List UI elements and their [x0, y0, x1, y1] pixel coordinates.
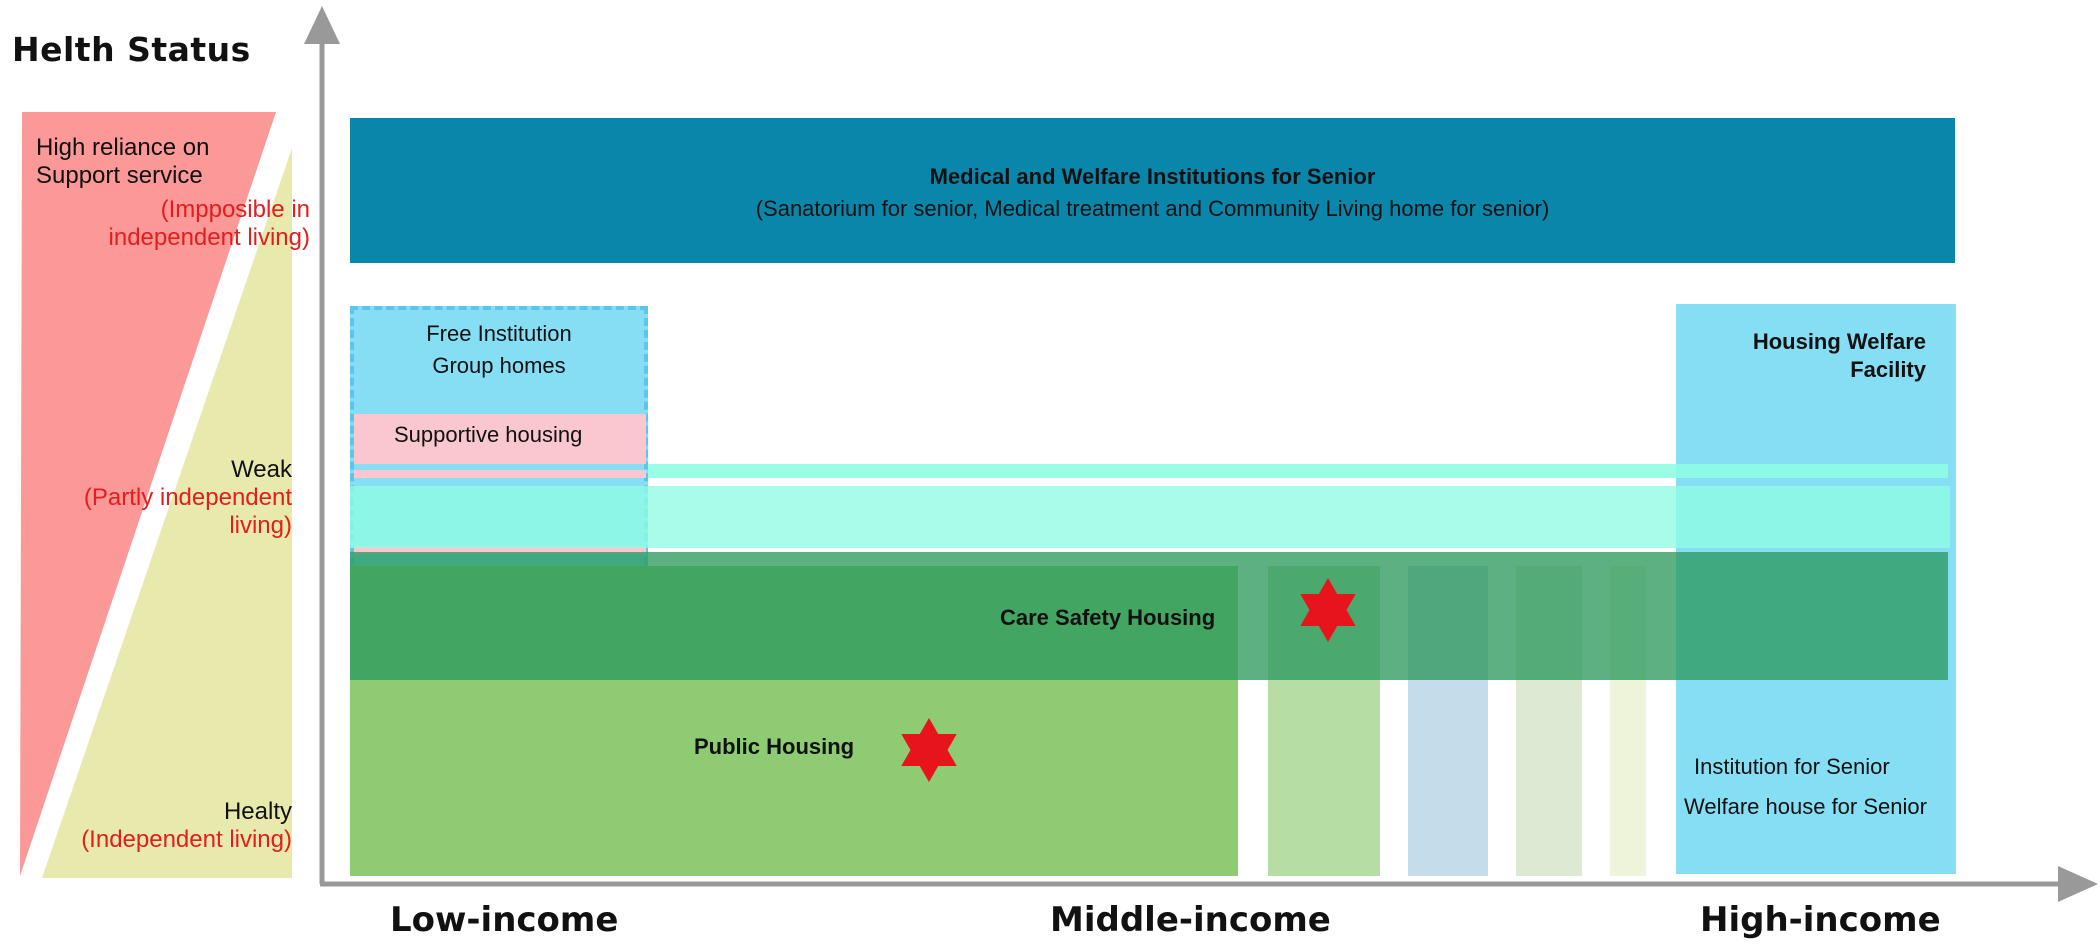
free-institution-label: Free Institution Group homes: [426, 321, 572, 378]
housing-welfare-label: Housing Welfare Facility: [1752, 329, 1926, 382]
support-reliance-wedge: [20, 112, 276, 876]
level-high-label: High reliance on Support service: [36, 134, 210, 189]
y-axis-arrow: [304, 6, 340, 44]
x-label-middle-income: Middle-income: [1050, 900, 1331, 940]
supportive-housing-label: Supportive housing: [394, 422, 583, 447]
chart-title: Helth Status: [12, 30, 251, 69]
supportive-band-2: [354, 470, 646, 478]
aqua-band: [350, 486, 1950, 548]
care-safety-band: [350, 552, 1948, 680]
medical-welfare-title: Medical and Welfare Institutions for Sen…: [929, 164, 1376, 189]
independence-wedge: [42, 148, 292, 878]
supportive-band-3: [354, 546, 646, 554]
level-weak-label: Weak (Partly independent living): [83, 456, 292, 539]
medical-welfare-subtitle: (Sanatorium for senior, Medical treatmen…: [755, 196, 1550, 221]
supportive-housing-box: Supportive housing: [354, 414, 646, 464]
care-safety-label: Care Safety Housing: [1000, 605, 1216, 630]
x-axis-arrow: [2058, 866, 2098, 902]
aqua-band-top: [648, 464, 1948, 478]
level-high-note: (Impposible in independent living): [108, 196, 310, 251]
x-label-high-income: High-income: [1700, 900, 1941, 940]
medical-welfare-box: Medical and Welfare Institutions for Sen…: [350, 118, 1955, 263]
public-housing-label: Public Housing: [694, 734, 855, 759]
x-label-low-income: Low-income: [390, 900, 619, 940]
level-healthy-label: Healty (Independent living): [81, 798, 292, 853]
institution-senior-labels: Institution for Senior Welfare house for…: [1684, 754, 1927, 819]
